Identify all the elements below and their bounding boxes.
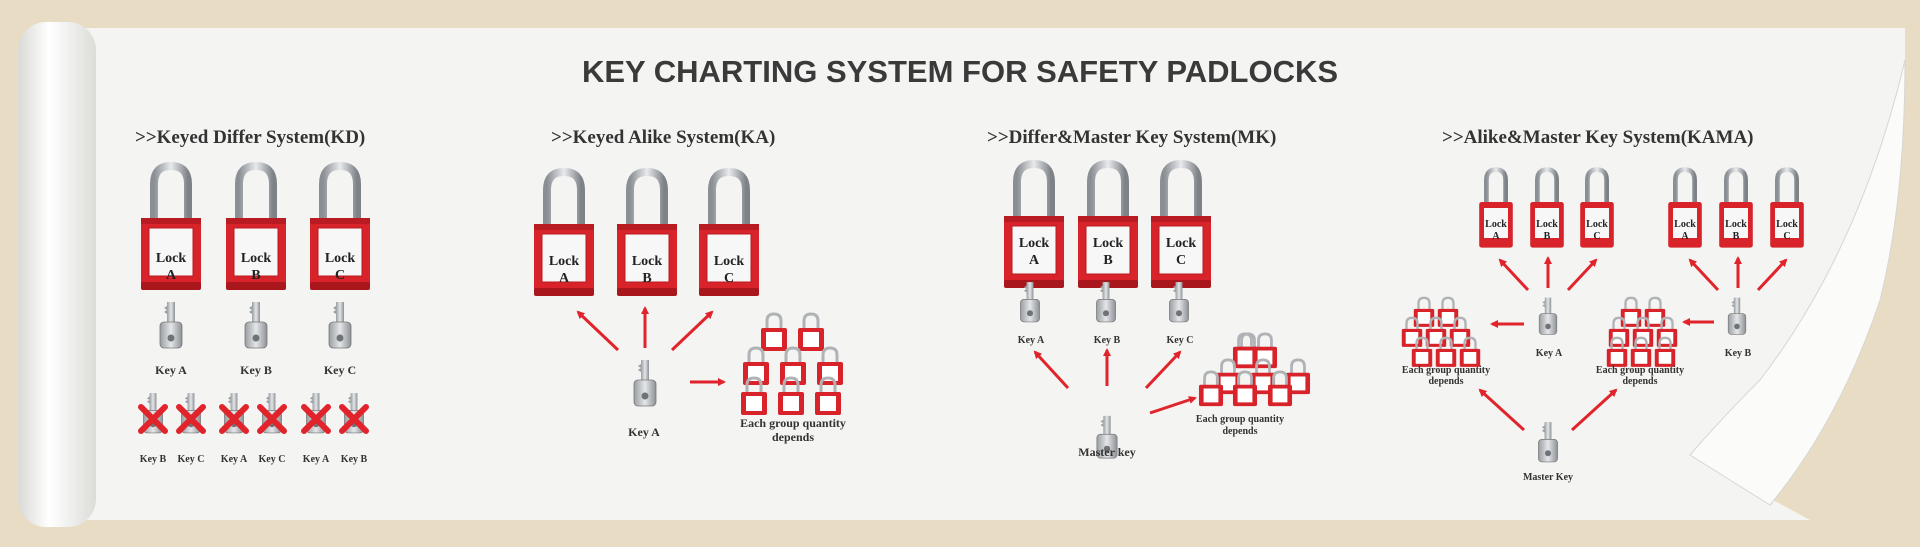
kd-lock-a-line2: A bbox=[166, 268, 177, 283]
kd-lock-c: Lock C bbox=[310, 166, 370, 290]
ka-lock-b: Lock B bbox=[617, 172, 677, 296]
kd-lock-b-line2: B bbox=[251, 268, 260, 283]
kd-lock-a-line1: Lock bbox=[156, 251, 187, 266]
section-mk: >>Differ&Master Key System(MK) Lock A Lo… bbox=[987, 127, 1311, 459]
ka-lock-b-line2: B bbox=[642, 271, 651, 286]
kama-locks-right: Lock A Lock B Lock C bbox=[1668, 170, 1804, 248]
ka-key-label: Key A bbox=[628, 425, 660, 439]
kama-key-a-label: Key A bbox=[1536, 348, 1563, 359]
kama-l-lock-b-line2: B bbox=[1544, 231, 1551, 242]
kama-r-lock-c-line1: Lock bbox=[1776, 219, 1798, 230]
mk-group-line2: depends bbox=[1222, 426, 1257, 437]
kd-lock-a: Lock A bbox=[141, 166, 201, 290]
mk-lock-c: Lock C bbox=[1151, 164, 1211, 288]
section-kd: >>Keyed Differ System(KD) Lock A Lock B … bbox=[135, 127, 370, 465]
crossed-key-label: Key B bbox=[140, 454, 167, 465]
mk-lock-b-line2: B bbox=[1103, 253, 1112, 268]
kama-r-lock-a-line2: A bbox=[1681, 231, 1689, 242]
kd-crossed-keys: Key B Key C Key A Key C Key A Key B bbox=[140, 392, 368, 465]
paper-curl bbox=[1689, 59, 1906, 506]
crossed-key-label: Key A bbox=[221, 454, 248, 465]
mk-lock-a: Lock A bbox=[1004, 164, 1064, 288]
kama-l-lock-b-line1: Lock bbox=[1536, 219, 1558, 230]
kama-l-lock-c-line2: C bbox=[1593, 231, 1600, 242]
ka-lock-b-line1: Lock bbox=[632, 254, 663, 269]
mk-group-line1: Each group quantity bbox=[1196, 414, 1284, 425]
section-kama: >>Alike&Master Key System(KAMA) Lock A L… bbox=[1401, 127, 1804, 483]
kd-key-c-label: Key C bbox=[324, 363, 356, 377]
kama-key-b-label: Key B bbox=[1725, 348, 1752, 359]
crossed-key-label: Key C bbox=[178, 454, 205, 465]
ka-lock-a-line1: Lock bbox=[549, 254, 580, 269]
ka-lock-a: Lock A bbox=[534, 172, 594, 296]
mk-key-a-label: Key A bbox=[1018, 335, 1045, 346]
mk-lock-b: Lock B bbox=[1078, 164, 1138, 288]
kd-key-a-label: Key A bbox=[155, 363, 187, 377]
ka-group-line2: depends bbox=[772, 430, 814, 444]
mk-lock-b-line1: Lock bbox=[1093, 236, 1124, 251]
kd-key-b-label: Key B bbox=[240, 363, 272, 377]
paper-sheet bbox=[70, 28, 1905, 520]
kama-arrows bbox=[1478, 256, 1788, 432]
kama-master-label: Master Key bbox=[1523, 472, 1573, 483]
kd-lock-b-line1: Lock bbox=[241, 251, 272, 266]
kama-r-lock-a-line1: Lock bbox=[1674, 219, 1696, 230]
mk-key-c-label: Key C bbox=[1167, 335, 1194, 346]
ka-group-line1: Each group quantity bbox=[740, 416, 846, 430]
mk-heading: >>Differ&Master Key System(MK) bbox=[987, 127, 1276, 148]
ka-lock-c: Lock C bbox=[699, 172, 759, 296]
kama-l-lock-a-line2: A bbox=[1492, 231, 1500, 242]
kama-group-right-line2: depends bbox=[1622, 376, 1657, 387]
section-ka: >>Keyed Alike System(KA) Lock A Lock B L… bbox=[534, 127, 846, 444]
kama-l-lock-a-line1: Lock bbox=[1485, 219, 1507, 230]
mk-lock-a-line1: Lock bbox=[1019, 236, 1050, 251]
crossed-key-label: Key B bbox=[341, 454, 368, 465]
kama-group-left-line1: Each group quantity bbox=[1402, 365, 1490, 376]
mk-key-b-label: Key B bbox=[1094, 335, 1121, 346]
kd-lock-c-line1: Lock bbox=[325, 251, 356, 266]
kd-lock-c-line2: C bbox=[335, 268, 345, 283]
mk-lock-a-line2: A bbox=[1029, 253, 1040, 268]
ka-lock-c-line1: Lock bbox=[714, 254, 745, 269]
kd-lock-b: Lock B bbox=[226, 166, 286, 290]
kama-r-lock-c-line2: C bbox=[1783, 231, 1790, 242]
kama-l-lock-c-line1: Lock bbox=[1586, 219, 1608, 230]
mk-master-label: Master key bbox=[1078, 445, 1135, 459]
ka-lock-c-line2: C bbox=[724, 271, 734, 286]
ka-arrows bbox=[576, 306, 726, 386]
kama-group-left-line2: depends bbox=[1428, 376, 1463, 387]
mk-lock-c-line2: C bbox=[1176, 253, 1186, 268]
kama-r-lock-b-line1: Lock bbox=[1725, 219, 1747, 230]
paper-roll bbox=[18, 22, 96, 527]
kama-locks-left: Lock A Lock B Lock C bbox=[1479, 170, 1614, 248]
crossed-key-label: Key A bbox=[303, 454, 330, 465]
mk-arrows bbox=[1033, 348, 1197, 415]
ka-lock-a-line2: A bbox=[559, 271, 570, 286]
page-title: KEY CHARTING SYSTEM FOR SAFETY PADLOCKS bbox=[582, 54, 1338, 89]
kama-group-right-line1: Each group quantity bbox=[1596, 365, 1684, 376]
kama-heading: >>Alike&Master Key System(KAMA) bbox=[1442, 127, 1754, 148]
mk-lock-c-line1: Lock bbox=[1166, 236, 1197, 251]
ka-heading: >>Keyed Alike System(KA) bbox=[551, 127, 775, 148]
kama-r-lock-b-line2: B bbox=[1733, 231, 1740, 242]
crossed-key-label: Key C bbox=[259, 454, 286, 465]
kd-heading: >>Keyed Differ System(KD) bbox=[135, 127, 365, 148]
